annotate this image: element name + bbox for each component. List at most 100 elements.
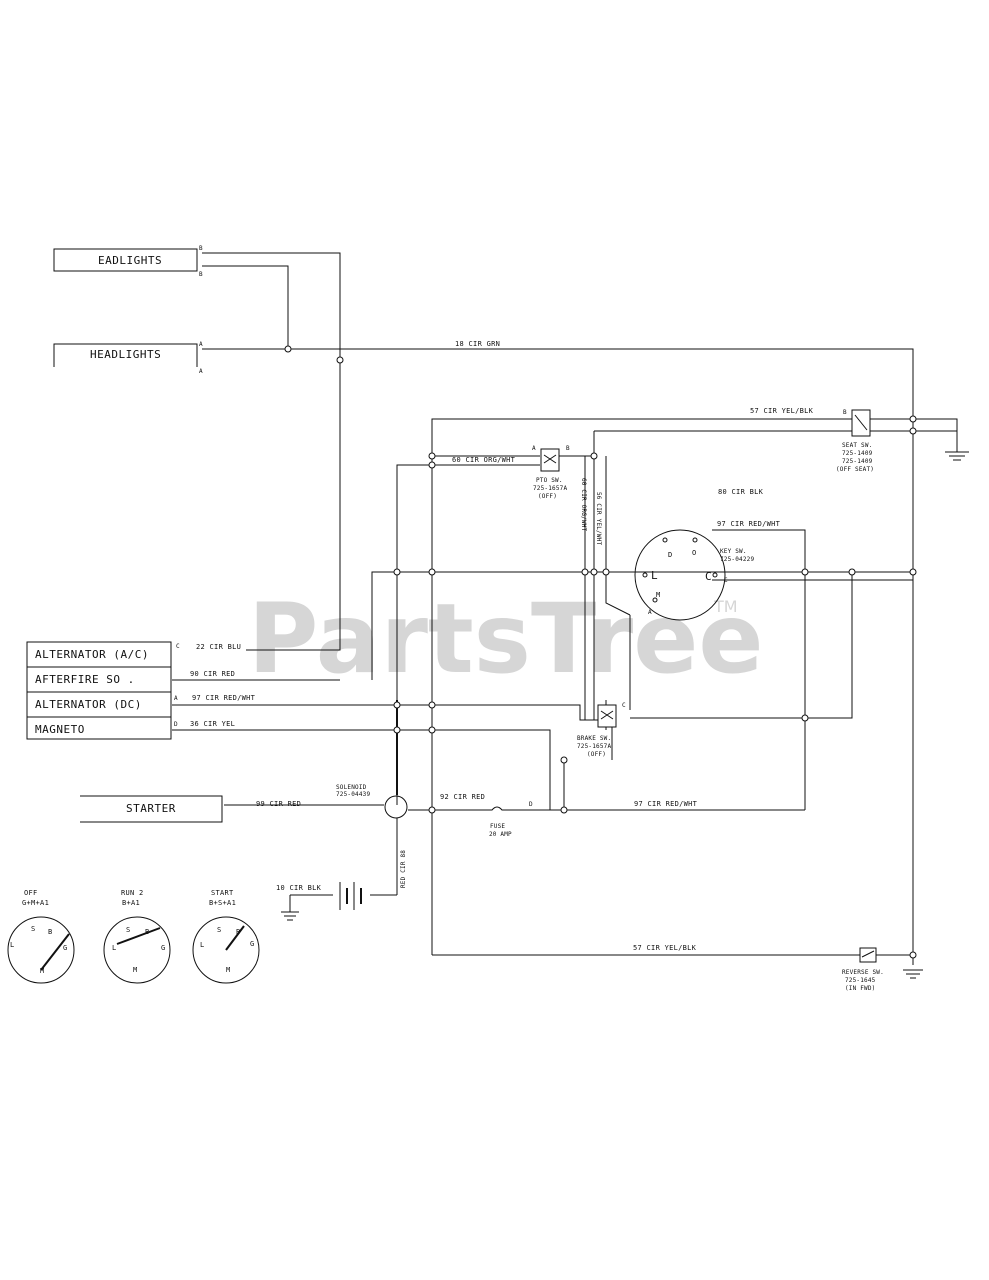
svg-text:KEY SW.: KEY SW.: [720, 548, 747, 555]
svg-text:OFF: OFF: [24, 889, 38, 897]
wires: [172, 252, 958, 965]
solenoid: SOLENOID 725-04439: [336, 784, 408, 819]
svg-text:C: C: [622, 702, 626, 709]
junctions: [284, 345, 917, 959]
wire-57-bot-label: 57 CIR YEL/BLK: [633, 944, 697, 952]
svg-text:B+S+A1: B+S+A1: [209, 899, 236, 907]
watermark-tm: TM: [713, 597, 738, 616]
wire-red-vert-label: RED CIR 88: [400, 850, 407, 888]
svg-text:725-04439: 725-04439: [336, 791, 370, 798]
magneto-label: MAGNETO: [35, 723, 85, 736]
wire-57-top-label: 57 CIR YEL/BLK: [750, 407, 814, 415]
svg-text:725-04229: 725-04229: [720, 556, 754, 563]
svg-text:B+A1: B+A1: [122, 899, 140, 907]
svg-text:M: M: [226, 966, 231, 974]
svg-text:REVERSE SW.: REVERSE SW.: [842, 969, 884, 976]
svg-text:B: B: [236, 928, 241, 936]
svg-text:O: O: [692, 549, 697, 557]
fuse: D FUSE 20 AMP: [475, 801, 533, 838]
svg-text:S: S: [126, 926, 131, 934]
alternator-ac-label: ALTERNATOR (A/C): [35, 648, 149, 661]
svg-text:B: B: [199, 271, 203, 278]
svg-text:725-1409: 725-1409: [842, 458, 873, 465]
starter-label: STARTER: [126, 802, 176, 815]
wire-97-alt-label: 97 CIR RED/WHT: [192, 694, 256, 702]
wire-90-label: 90 CIR RED: [190, 670, 235, 678]
svg-text:(OFF): (OFF): [538, 493, 557, 500]
wire-92-label: 92 CIR RED: [440, 793, 485, 801]
wire-99-label: 99 CIR RED: [256, 800, 301, 808]
svg-text:725-1657A: 725-1657A: [577, 743, 611, 750]
position-start: START B+S+A1 L S B G M: [192, 889, 260, 984]
svg-text:S: S: [31, 925, 36, 933]
svg-text:(OFF SEAT): (OFF SEAT): [836, 466, 874, 473]
battery: [281, 882, 362, 921]
alternator-dc-label: ALTERNATOR (DC): [35, 698, 142, 711]
svg-text:L: L: [10, 941, 15, 949]
svg-text:725-1645: 725-1645: [845, 977, 876, 984]
svg-text:A: A: [174, 695, 178, 702]
svg-text:A: A: [199, 368, 203, 375]
headlights-b: EADLIGHTS B B: [53, 245, 203, 278]
svg-text:SOLENOID: SOLENOID: [336, 784, 367, 791]
svg-text:C: C: [724, 577, 728, 584]
afterfire-label: AFTERFIRE SO .: [35, 673, 135, 686]
wire-10-label: 10 CIR BLK: [276, 884, 322, 892]
brake-switch: C BRAKE SW. 725-1657A (OFF): [577, 702, 626, 758]
svg-text:M: M: [133, 966, 138, 974]
svg-text:20 AMP: 20 AMP: [489, 831, 512, 838]
position-run: RUN 2 B+A1 L S B G M: [103, 889, 171, 984]
svg-text:D: D: [668, 551, 673, 559]
svg-text:A: A: [199, 341, 203, 348]
wire-18-label: 18 CIR GRN: [455, 340, 500, 348]
wire-22-label: 22 CIR BLU: [196, 643, 241, 651]
svg-text:PTO SW.: PTO SW.: [536, 477, 563, 484]
svg-text:725-1409: 725-1409: [842, 450, 873, 457]
svg-text:D: D: [174, 721, 178, 728]
svg-text:C: C: [705, 570, 712, 583]
wire-labels: 18 CIR GRN 57 CIR YEL/BLK 60 CIR ORG/WHT…: [190, 340, 814, 952]
wire-60-vert-label: 60 CIR ORG/WHT: [580, 478, 587, 532]
svg-text:M: M: [656, 591, 661, 599]
svg-text:G: G: [63, 944, 68, 952]
svg-text:C: C: [176, 643, 180, 650]
svg-text:(OFF): (OFF): [587, 751, 606, 758]
key-switch: D O L C M A C KEY SW. 725-04229 97 CIR R…: [634, 520, 781, 621]
svg-text:RUN 2: RUN 2: [121, 889, 144, 897]
svg-text:SEAT SW.: SEAT SW.: [842, 442, 873, 449]
headlights-a-label: HEADLIGHTS: [90, 348, 161, 361]
pto-switch: A B PTO SW. 725-1657A (OFF): [532, 445, 570, 500]
reverse-switch: REVERSE SW. 725-1645 (IN FWD): [842, 947, 923, 992]
headlights-b-label: EADLIGHTS: [98, 254, 162, 267]
engine-connector: ALTERNATOR (A/C) AFTERFIRE SO . ALTERNAT…: [26, 641, 180, 740]
svg-text:B: B: [843, 409, 847, 416]
svg-text:S: S: [217, 926, 222, 934]
svg-text:L: L: [112, 944, 117, 952]
svg-text:G: G: [161, 944, 166, 952]
svg-text:M: M: [40, 967, 45, 975]
wire-60-label: 60 CIR ORG/WHT: [452, 456, 516, 464]
svg-text:B: B: [199, 245, 203, 252]
starter: STARTER: [80, 795, 223, 823]
svg-text:725-1657A: 725-1657A: [533, 485, 567, 492]
svg-text:G+M+A1: G+M+A1: [22, 899, 49, 907]
svg-text:L: L: [651, 569, 658, 582]
svg-text:D: D: [529, 801, 533, 808]
svg-text:(IN FWD): (IN FWD): [845, 985, 876, 992]
position-off: OFF G+M+A1 L S B G M: [7, 889, 75, 984]
svg-text:B: B: [145, 928, 150, 936]
svg-text:A: A: [648, 609, 652, 616]
svg-text:G: G: [250, 940, 255, 948]
svg-text:B: B: [48, 928, 53, 936]
svg-text:BRAKE SW.: BRAKE SW.: [577, 735, 611, 742]
svg-text:B: B: [566, 445, 570, 452]
svg-text:L: L: [200, 941, 205, 949]
svg-text:FUSE: FUSE: [490, 823, 505, 830]
watermark-text: PartsTree: [248, 583, 763, 695]
wire-80-label: 80 CIR BLK: [718, 488, 764, 496]
headlights-a: HEADLIGHTS A A: [53, 341, 203, 375]
wire-97-fuse-label: 97 CIR RED/WHT: [634, 800, 698, 808]
svg-text:97 CIR RED/WHT: 97 CIR RED/WHT: [717, 520, 781, 528]
wire-56-vert-label: 56 CIR YEL/WHT: [595, 492, 602, 546]
